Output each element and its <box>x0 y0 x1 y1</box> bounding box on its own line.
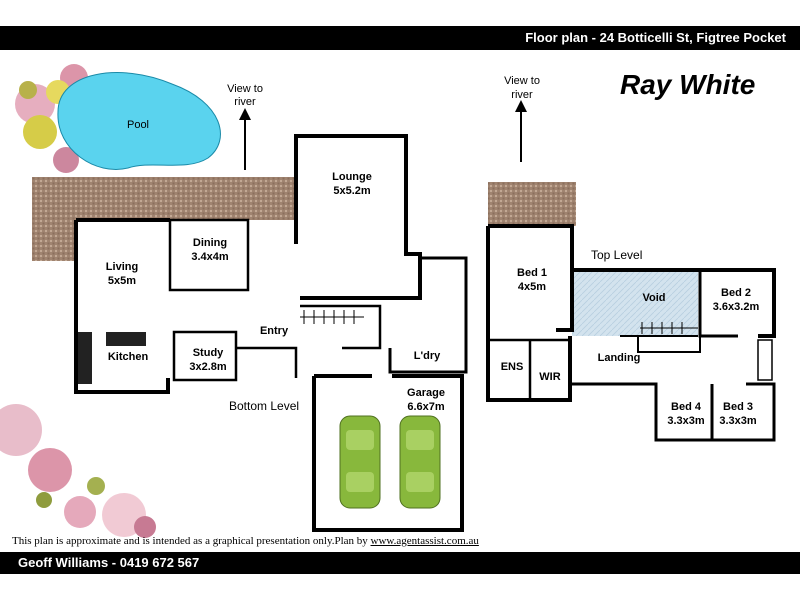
lounge-label: Lounge <box>332 171 372 183</box>
top-level-label: Top Level <box>591 248 642 262</box>
pool-label: Pool <box>127 119 149 131</box>
stairs-top <box>637 322 701 353</box>
living-size: 5x5m <box>108 275 136 287</box>
header-bar: Floor plan - 24 Botticelli St, Figtree P… <box>0 26 800 50</box>
ray-white-logo: Ray White <box>620 69 755 100</box>
bed4-label: Bed 4 <box>671 401 702 413</box>
view-label-right-line1: View to <box>504 75 540 87</box>
study-size: 3x2.8m <box>189 361 227 373</box>
walls-top-level <box>486 224 776 442</box>
kitchen-island <box>106 332 146 346</box>
bed2-size: 3.6x3.2m <box>713 301 760 313</box>
bed2-label: Bed 2 <box>721 287 751 299</box>
bed4-size: 3.3x3m <box>667 415 705 427</box>
bed3-label: Bed 3 <box>723 401 753 413</box>
kitchen-bench <box>78 332 92 384</box>
void-area <box>572 270 698 336</box>
void-label: Void <box>642 292 665 304</box>
deck-top <box>488 182 576 226</box>
wir-label: WIR <box>539 371 560 383</box>
view-arrow-right <box>515 100 527 162</box>
dining-size: 3.4x4m <box>191 251 229 263</box>
bottom-level-label: Bottom Level <box>229 399 299 413</box>
agent-contact: Geoff Williams - 0419 672 567 <box>18 555 200 570</box>
view-label-left-line1: View to <box>227 83 263 95</box>
header-title: Floor plan - 24 Botticelli St, Figtree P… <box>525 30 786 45</box>
plant-bottom-left <box>0 404 156 538</box>
stairs-bottom <box>300 310 364 324</box>
ensuite-label: ENS <box>501 361 524 373</box>
laundry-label: L'dry <box>414 350 441 362</box>
view-label-left-line2: river <box>234 96 256 108</box>
car-left <box>339 415 381 509</box>
car-right <box>399 415 441 509</box>
study-label: Study <box>193 347 224 359</box>
view-label-right-line2: river <box>511 89 533 101</box>
landing-label: Landing <box>598 352 641 364</box>
garage-size: 6.6x7m <box>407 401 445 413</box>
living-label: Living <box>106 261 138 273</box>
dining-label: Dining <box>193 237 227 249</box>
agent-assist-link[interactable]: www.agentassist.com.au <box>370 535 479 547</box>
agent-bar: Geoff Williams - 0419 672 567 <box>0 552 800 574</box>
bed3-size: 3.3x3m <box>719 415 757 427</box>
garage-label: Garage <box>407 387 445 399</box>
kitchen-label: Kitchen <box>108 351 149 363</box>
entry-label: Entry <box>260 325 289 337</box>
pool-shape <box>57 72 221 170</box>
disclaimer-text: This plan is approximate and is intended… <box>12 535 368 547</box>
bed1-size: 4x5m <box>518 281 546 293</box>
view-arrow-left <box>239 108 251 170</box>
walls-bottom-level <box>74 134 468 532</box>
bed1-label: Bed 1 <box>517 267 547 279</box>
lounge-size: 5x5.2m <box>333 185 371 197</box>
disclaimer: This plan is approximate and is intended… <box>12 535 479 547</box>
